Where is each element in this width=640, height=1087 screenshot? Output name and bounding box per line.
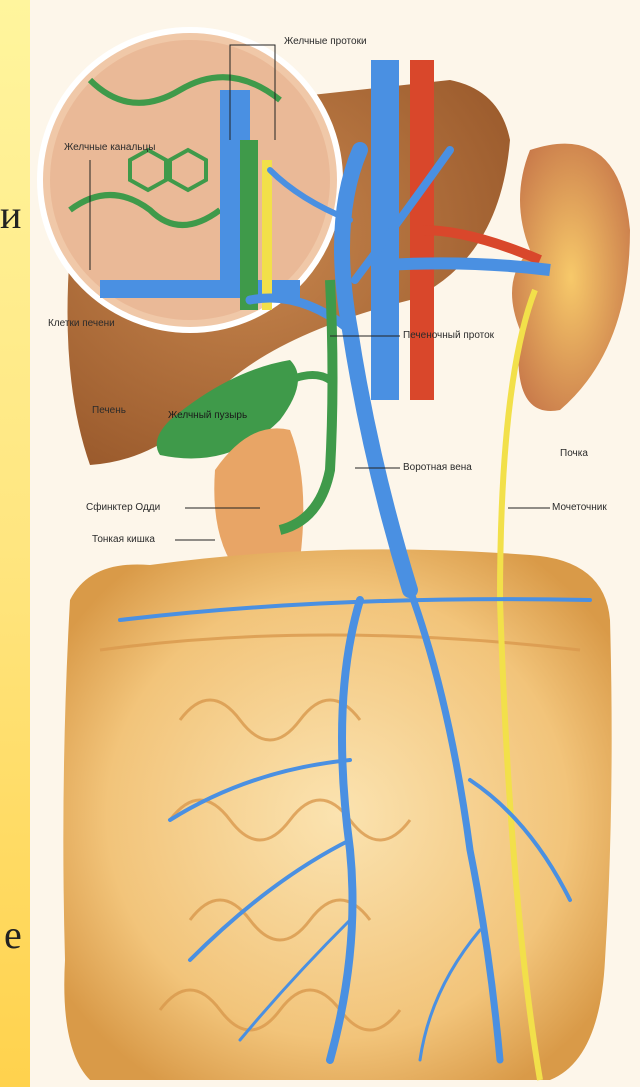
- label-liver: Печень: [92, 405, 126, 417]
- label-gallbladder: Желчный пузырь: [168, 410, 247, 422]
- slide-text-fragment-bottom: е: [4, 915, 22, 955]
- renal-vein: [385, 263, 550, 270]
- label-kidney: Почка: [560, 448, 588, 460]
- slide-text-fragment-top: и: [0, 195, 21, 235]
- label-common-hepatic-duct: Печеночный проток: [403, 330, 494, 342]
- label-bile-ducts: Желчные протоки: [284, 36, 367, 48]
- label-liver-cells: Клетки печени: [48, 318, 115, 330]
- label-small-intestine: Тонкая кишка: [92, 534, 155, 546]
- label-ureter: Мочеточник: [552, 502, 607, 514]
- label-portal-vein: Воротная вена: [403, 462, 472, 474]
- label-sphincter-oddi: Сфинктер Одди: [86, 502, 160, 514]
- magnified-lobule: [40, 30, 340, 330]
- label-bile-canaliculi: Желчные канальцы: [64, 142, 155, 154]
